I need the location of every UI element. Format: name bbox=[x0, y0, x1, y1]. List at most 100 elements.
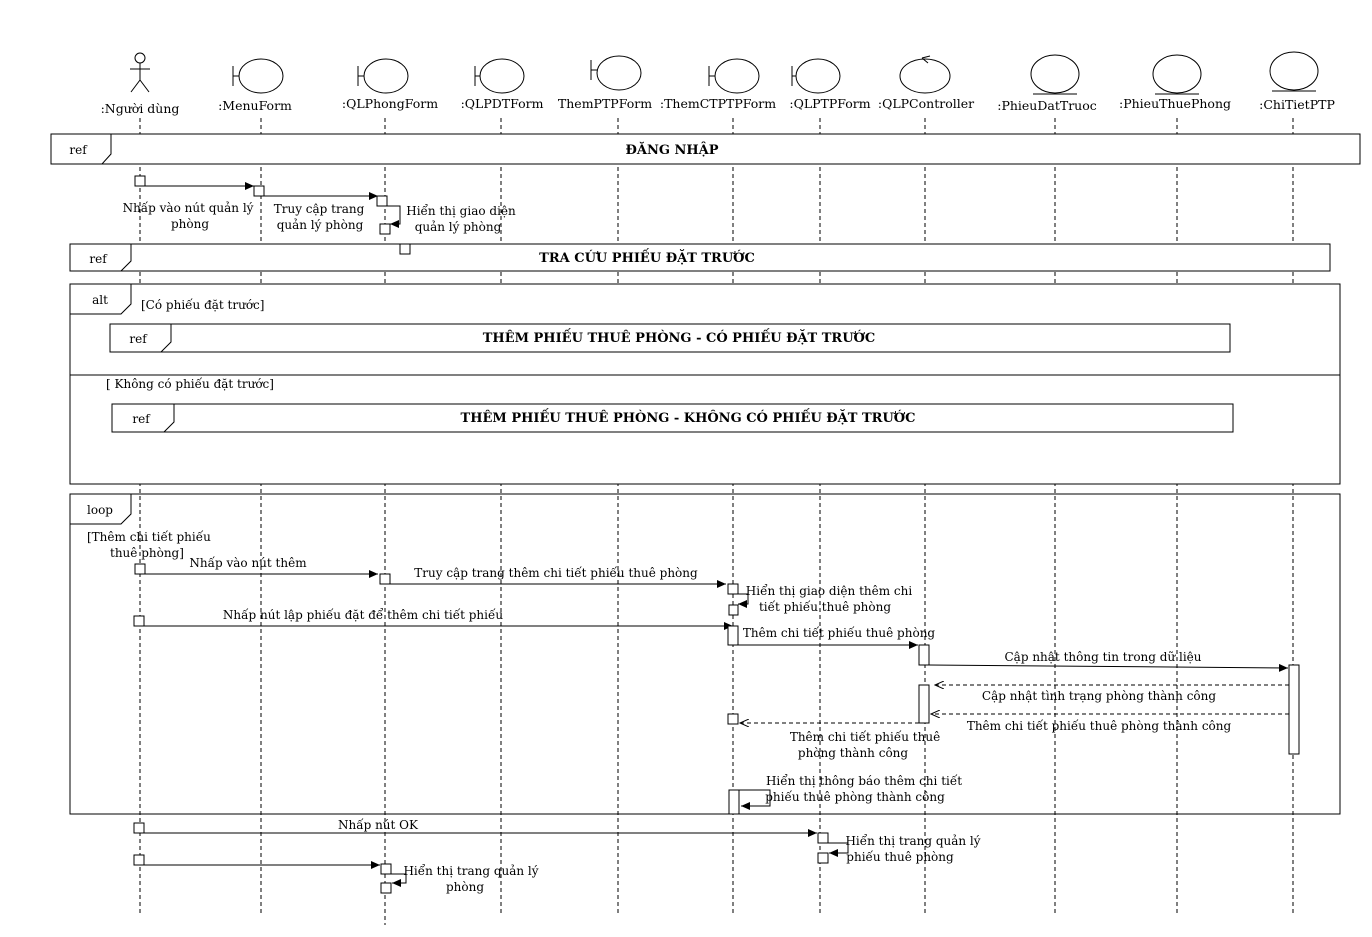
message-label: Hiển thị giao diện thêm chi bbox=[746, 583, 913, 598]
lifelines bbox=[139, 118, 1294, 925]
participant-label: :ChiTietPTP bbox=[1259, 97, 1335, 112]
activation-box bbox=[727, 625, 739, 646]
participant-label: :Người dùng bbox=[101, 101, 180, 116]
message-label: Thêm chi tiết phiếu thuê phòng thành côn… bbox=[967, 718, 1232, 733]
message-label: Hiển thị trang quản lý bbox=[845, 833, 980, 848]
activation-box bbox=[253, 185, 265, 197]
participant-qlptpform: :QLPTPForm bbox=[789, 58, 871, 111]
frame-title: ĐĂNG NHẬP bbox=[626, 141, 719, 158]
message-label: Nhấp nút OK bbox=[338, 817, 419, 832]
message-label: phòng thành công bbox=[798, 746, 909, 760]
boundary-icon bbox=[590, 55, 642, 91]
self-message-arrow bbox=[828, 842, 849, 857]
activation-box bbox=[133, 822, 145, 834]
boundary-icon bbox=[232, 58, 284, 94]
message-label: Hiển thị giao diện bbox=[406, 203, 516, 218]
message-label: Thêm chi tiết phiếu thuê phòng bbox=[743, 625, 936, 640]
message-group-open-room-management: Nhấp vào nút quản lý phòng Truy cập tran… bbox=[123, 175, 516, 255]
activation-box bbox=[134, 175, 146, 187]
participant-label: :QLPTPForm bbox=[789, 96, 870, 111]
participant-label: :QLPDTForm bbox=[461, 96, 544, 111]
message-group-finish: Nhấp nút OK Hiển thị trang quản lý phiếu… bbox=[133, 817, 981, 894]
message-label: Hiển thị thông báo thêm chi tiết bbox=[766, 773, 962, 788]
entity-icon bbox=[1152, 54, 1202, 95]
frame-title: THÊM PHIẾU THUÊ PHÒNG - KHÔNG CÓ PHIẾU Đ… bbox=[461, 408, 916, 426]
activation-box bbox=[817, 832, 829, 844]
guard-label: thuê phòng] bbox=[110, 546, 184, 560]
entity-icon bbox=[1269, 51, 1319, 92]
frame-tag: ref bbox=[129, 332, 148, 346]
ref-frame-add-with-reservation: ref THÊM PHIẾU THUÊ PHÒNG - CÓ PHIẾU ĐẶT… bbox=[109, 323, 1231, 353]
boundary-icon bbox=[474, 58, 525, 94]
message-label: Cập nhật tình trạng phòng thành công bbox=[982, 689, 1216, 703]
message-label: Cập nhật thông tin trong dữ liệu bbox=[1004, 650, 1201, 664]
entity-icon bbox=[1030, 54, 1080, 95]
frame-tag: ref bbox=[89, 252, 108, 266]
participant-label: :QLPController bbox=[878, 96, 974, 111]
activation-box bbox=[379, 573, 391, 585]
activation-box bbox=[134, 563, 146, 575]
participant-themptpform: ThemPTPForm bbox=[558, 55, 652, 111]
participant-menuform: :MenuForm bbox=[218, 58, 292, 113]
activation-box bbox=[1288, 664, 1300, 755]
frame-title: THÊM PHIẾU THUÊ PHÒNG - CÓ PHIẾU ĐẶT TRƯ… bbox=[483, 328, 875, 346]
actor-icon bbox=[130, 52, 150, 93]
participant-phieuthuephong: :PhieuThuePhong bbox=[1119, 54, 1231, 111]
self-message-arrow bbox=[391, 873, 407, 887]
self-message-arrow bbox=[387, 205, 401, 228]
participant-nguoi-dung: :Người dùng bbox=[101, 52, 180, 116]
message-label: quản lý phòng bbox=[277, 218, 364, 232]
participant-phieudattruoc: :PhieuDatTruoc bbox=[997, 54, 1097, 113]
activation-box bbox=[133, 615, 145, 627]
activation-box bbox=[133, 854, 145, 866]
frame-tag: loop bbox=[87, 503, 113, 517]
message-label: phiếu thuê phòng bbox=[846, 849, 954, 864]
activation-box bbox=[918, 684, 930, 724]
self-message-arrow bbox=[738, 593, 749, 608]
activation-box bbox=[727, 583, 739, 595]
message-label: phòng bbox=[171, 217, 209, 231]
ref-frame-add-without-reservation: ref THÊM PHIẾU THUÊ PHÒNG - KHÔNG CÓ PHI… bbox=[111, 403, 1234, 433]
message-label: Hiển thị trang quản lý bbox=[403, 863, 538, 878]
message-label: Thêm chi tiết phiếu thuê bbox=[790, 729, 940, 744]
activation-box bbox=[817, 852, 829, 864]
frame-tag: ref bbox=[132, 412, 151, 426]
self-message-arrow bbox=[733, 789, 771, 810]
participant-label: :MenuForm bbox=[218, 98, 292, 113]
activation-box bbox=[728, 604, 739, 616]
frame-tag: alt bbox=[92, 293, 108, 307]
activation-box bbox=[399, 243, 411, 255]
boundary-icon bbox=[708, 58, 760, 94]
message-group-add-detail: Nhấp vào nút thêm Truy cập trang thêm ch… bbox=[133, 555, 1300, 815]
alt-frame: alt [Có phiếu đặt trước] [ Không có phiế… bbox=[69, 283, 1341, 485]
activation-box bbox=[376, 195, 388, 207]
message-label: tiết phiếu thuê phòng bbox=[759, 599, 891, 614]
message-label: phòng bbox=[446, 880, 484, 894]
message-label: phiếu thuê phòng thành công bbox=[765, 789, 945, 804]
activation-box bbox=[379, 223, 391, 235]
message-label: Truy cập trang bbox=[274, 202, 365, 216]
activation-box bbox=[727, 713, 739, 725]
control-icon bbox=[899, 55, 951, 94]
message-arrow bbox=[928, 663, 1289, 672]
message-label: Nhấp nút lập phiếu đặt để thêm chi tiết … bbox=[223, 607, 503, 622]
loop-frame: loop [Thêm chi tiết phiếu thuê phòng] bbox=[69, 493, 1341, 815]
activation-box bbox=[380, 863, 392, 875]
participant-qlpdtform: :QLPDTForm bbox=[461, 58, 544, 111]
participant-label: ThemPTPForm bbox=[558, 96, 652, 111]
message-label: Truy cập trang thêm chi tiết phiếu thuê … bbox=[414, 565, 698, 580]
message-label: Nhấp vào nút thêm bbox=[189, 555, 307, 570]
participant-qlpcontroller: :QLPController bbox=[878, 55, 974, 111]
guard-label: [Thêm chi tiết phiếu bbox=[87, 529, 211, 544]
message-label: quản lý phòng bbox=[415, 220, 502, 234]
boundary-icon bbox=[791, 58, 841, 94]
participant-label: :QLPhongForm bbox=[342, 96, 438, 111]
participant-label: :ThemCTPTPForm bbox=[660, 96, 776, 111]
ref-frame-login: ref ĐĂNG NHẬP bbox=[50, 133, 1361, 165]
ref-frame-lookup: ref TRA CỨU PHIẾU ĐẶT TRƯỚC bbox=[69, 243, 1331, 272]
activation-box bbox=[918, 644, 930, 666]
activation-box bbox=[380, 882, 392, 894]
participant-qlphongform: :QLPhongForm bbox=[342, 58, 438, 111]
activation-box bbox=[728, 789, 740, 815]
